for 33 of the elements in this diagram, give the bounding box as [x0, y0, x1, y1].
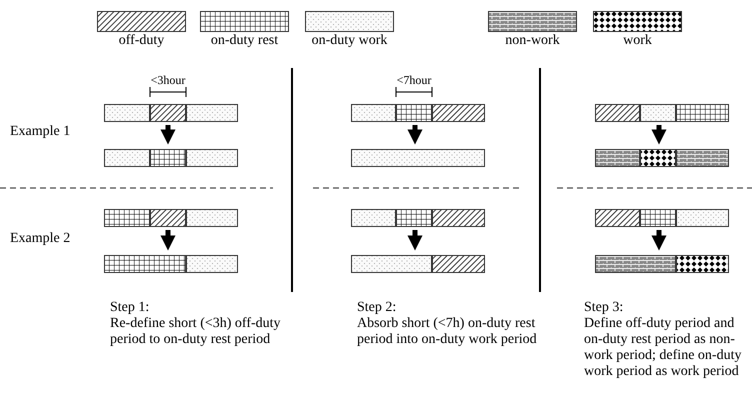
row-label: Example 2	[10, 231, 72, 247]
timeline-bar	[595, 149, 729, 167]
timeline-bar	[595, 209, 729, 227]
step-heading: Step 3:	[584, 300, 624, 316]
dimension-label: <7hour	[396, 72, 432, 88]
arrow	[160, 230, 176, 250]
legend-label: work	[623, 33, 652, 48]
timeline-bar	[351, 104, 485, 122]
timeline-bar	[104, 149, 238, 167]
arrow	[408, 125, 422, 144]
legend-label: non-work	[505, 33, 560, 48]
step-description: Re-define short (<3h) off-duty period to on-duty rest period	[110, 316, 282, 348]
step-description: Define off-duty period and on-duty rest period as non-work period; define on-duty work period as work period	[584, 316, 742, 380]
arrow	[652, 125, 666, 144]
legend-label: on-duty work	[312, 33, 388, 48]
timeline-bar	[595, 104, 729, 122]
arrow	[408, 230, 422, 250]
step-heading: Step 1:	[110, 300, 150, 316]
timeline-bar	[351, 149, 485, 167]
arrow	[652, 230, 666, 250]
step-heading: Step 2:	[357, 300, 398, 316]
step-description: Absorb short (<7h) on-duty rest period into on-duty work period	[357, 316, 537, 348]
timeline-bar	[104, 255, 238, 273]
dimension-label: <3hour	[150, 72, 186, 88]
row-label: Example 1	[10, 124, 72, 140]
timeline-bar	[595, 255, 729, 273]
timeline-bar	[104, 209, 238, 227]
timeline-bar	[104, 104, 238, 122]
legend-label: on-duty rest	[210, 33, 278, 48]
arrow	[160, 125, 176, 144]
timeline-bar	[351, 255, 485, 273]
timeline-bar	[351, 209, 485, 227]
legend-label: off-duty	[118, 33, 164, 48]
